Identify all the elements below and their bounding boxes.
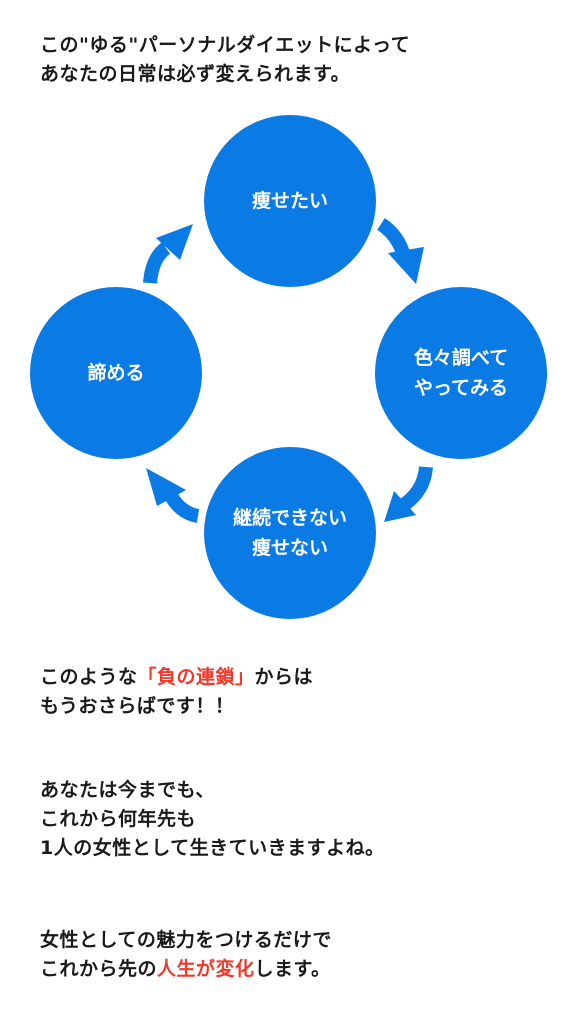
arrow-right-to-bottom (384, 466, 433, 522)
life-text: あなたは今までも、 これから何年先も 1人の女性として生きていきますよね。 (40, 776, 385, 863)
chain-line-1-suffix: からは (254, 666, 314, 688)
chain-line-1: このような「負の連鎖」からは (40, 663, 313, 692)
change-line-2-prefix: これから先の (40, 958, 158, 980)
intro-text: この"ゆる"パーソナルダイエットによって あなたの日常は必ず変えられます。 (40, 31, 410, 89)
life-line-2: これから何年先も (40, 808, 197, 830)
life-line-1: あなたは今までも、 (40, 779, 215, 801)
cycle-step-label: 諦める (87, 362, 145, 384)
arrow-left-to-top (143, 224, 193, 284)
life-line-3: 1人の女性として生きていきますよね。 (40, 837, 385, 859)
change-line-2-suffix: します。 (254, 958, 331, 980)
negative-chain-text: このような「負の連鎖」からは もうおさらばです！！ (40, 663, 313, 721)
cycle-step-label: 痩せたい (251, 190, 328, 212)
cycle-step-label-line-1: 継続できない (232, 507, 347, 529)
cycle-step-label-line-1: 色々調べて (413, 347, 509, 369)
chain-line-2: もうおさらばです！！ (40, 695, 235, 717)
life-change-text: 女性としての魅力をつけるだけで これから先の人生が変化します。 (40, 926, 332, 984)
chain-line-1-prefix: このような (40, 666, 138, 688)
intro-line-2: あなたの日常は必ず変えられます。 (40, 63, 351, 85)
life-change-highlight: 人生が変化 (157, 958, 255, 980)
cycle-step-label-line-2: 痩せない (251, 537, 328, 559)
change-line-2: これから先の人生が変化します。 (40, 955, 332, 984)
cycle-step-research-and-try: 色々調べて やってみる (375, 287, 547, 459)
arrow-bottom-to-left (146, 468, 200, 523)
change-line-1: 女性としての魅力をつけるだけで (40, 929, 332, 951)
intro-line-1: この"ゆる"パーソナルダイエットによって (40, 34, 411, 56)
cycle-step-cannot-continue: 継続できない 痩せない (204, 447, 376, 619)
negative-cycle-diagram: 痩せたい 色々調べて やってみる 継続できない 痩せない 諦める (0, 115, 576, 630)
cycle-step-want-to-lose-weight: 痩せたい (204, 115, 376, 287)
cycle-step-give-up: 諦める (30, 287, 202, 459)
arrow-top-to-right (376, 218, 424, 284)
negative-chain-highlight: 「負の連鎖」 (137, 666, 255, 688)
cycle-step-label-line-2: やってみる (413, 377, 509, 399)
cycle-arrows (143, 218, 433, 523)
